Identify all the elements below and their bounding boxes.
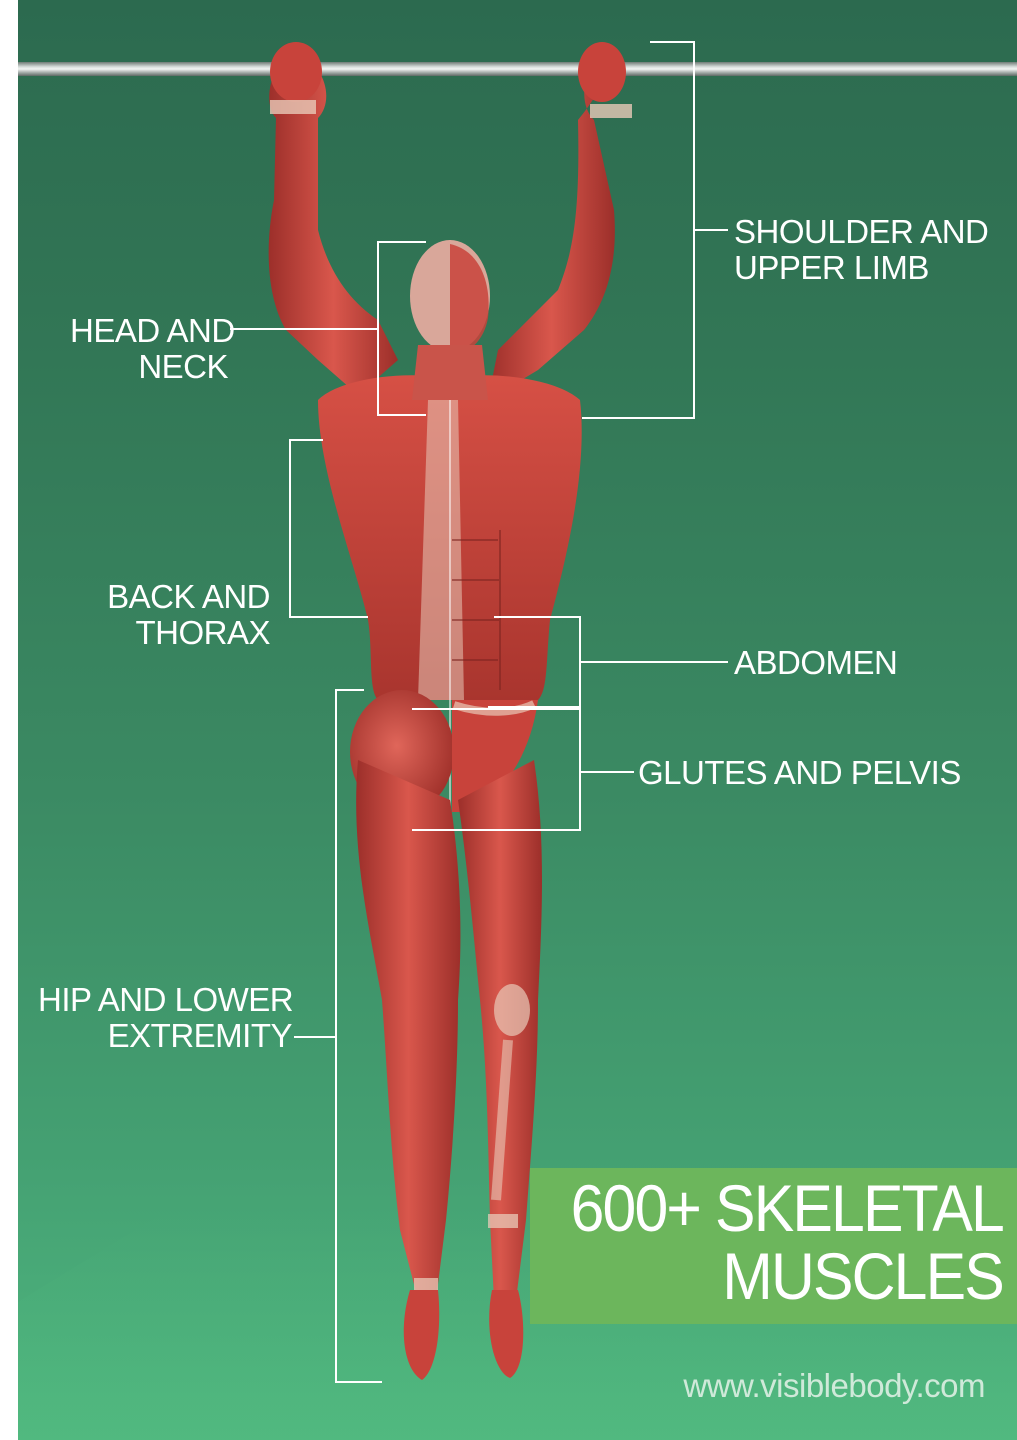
right-wrist-band [590, 104, 632, 118]
banner-title: 600+ SKELETAL MUSCLES [571, 1174, 1003, 1310]
label-back-thorax: BACK AND THORAX [100, 579, 270, 651]
left-hand [270, 42, 322, 102]
label-glutes-pelvis: GLUTES AND PELVIS [638, 755, 961, 791]
label-abdomen: ABDOMEN [734, 645, 897, 681]
left-leg [356, 760, 460, 1300]
poster-background: SHOULDER AND UPPER LIMB HEAD AND NECK BA… [18, 0, 1017, 1440]
face-muscles [450, 244, 489, 356]
title-banner: 600+ SKELETAL MUSCLES [530, 1168, 1017, 1324]
banner-title-line-1: 600+ SKELETAL [571, 1174, 1003, 1242]
right-arm [488, 70, 615, 400]
label-shoulder-upper-limb: SHOULDER AND UPPER LIMB [734, 214, 988, 286]
banner-title-line-2: MUSCLES [571, 1242, 1003, 1310]
right-hand [578, 42, 626, 102]
right-foot [489, 1290, 523, 1378]
site-url: www.visiblebody.com [683, 1367, 985, 1405]
label-head-neck: HEAD AND NECK [70, 313, 228, 385]
neck [412, 345, 488, 400]
label-hip-lower-extremity: HIP AND LOWER EXTREMITY [38, 982, 292, 1054]
left-wrist-band [270, 100, 316, 114]
right-kneecap [494, 984, 530, 1036]
left-foot [404, 1290, 439, 1380]
